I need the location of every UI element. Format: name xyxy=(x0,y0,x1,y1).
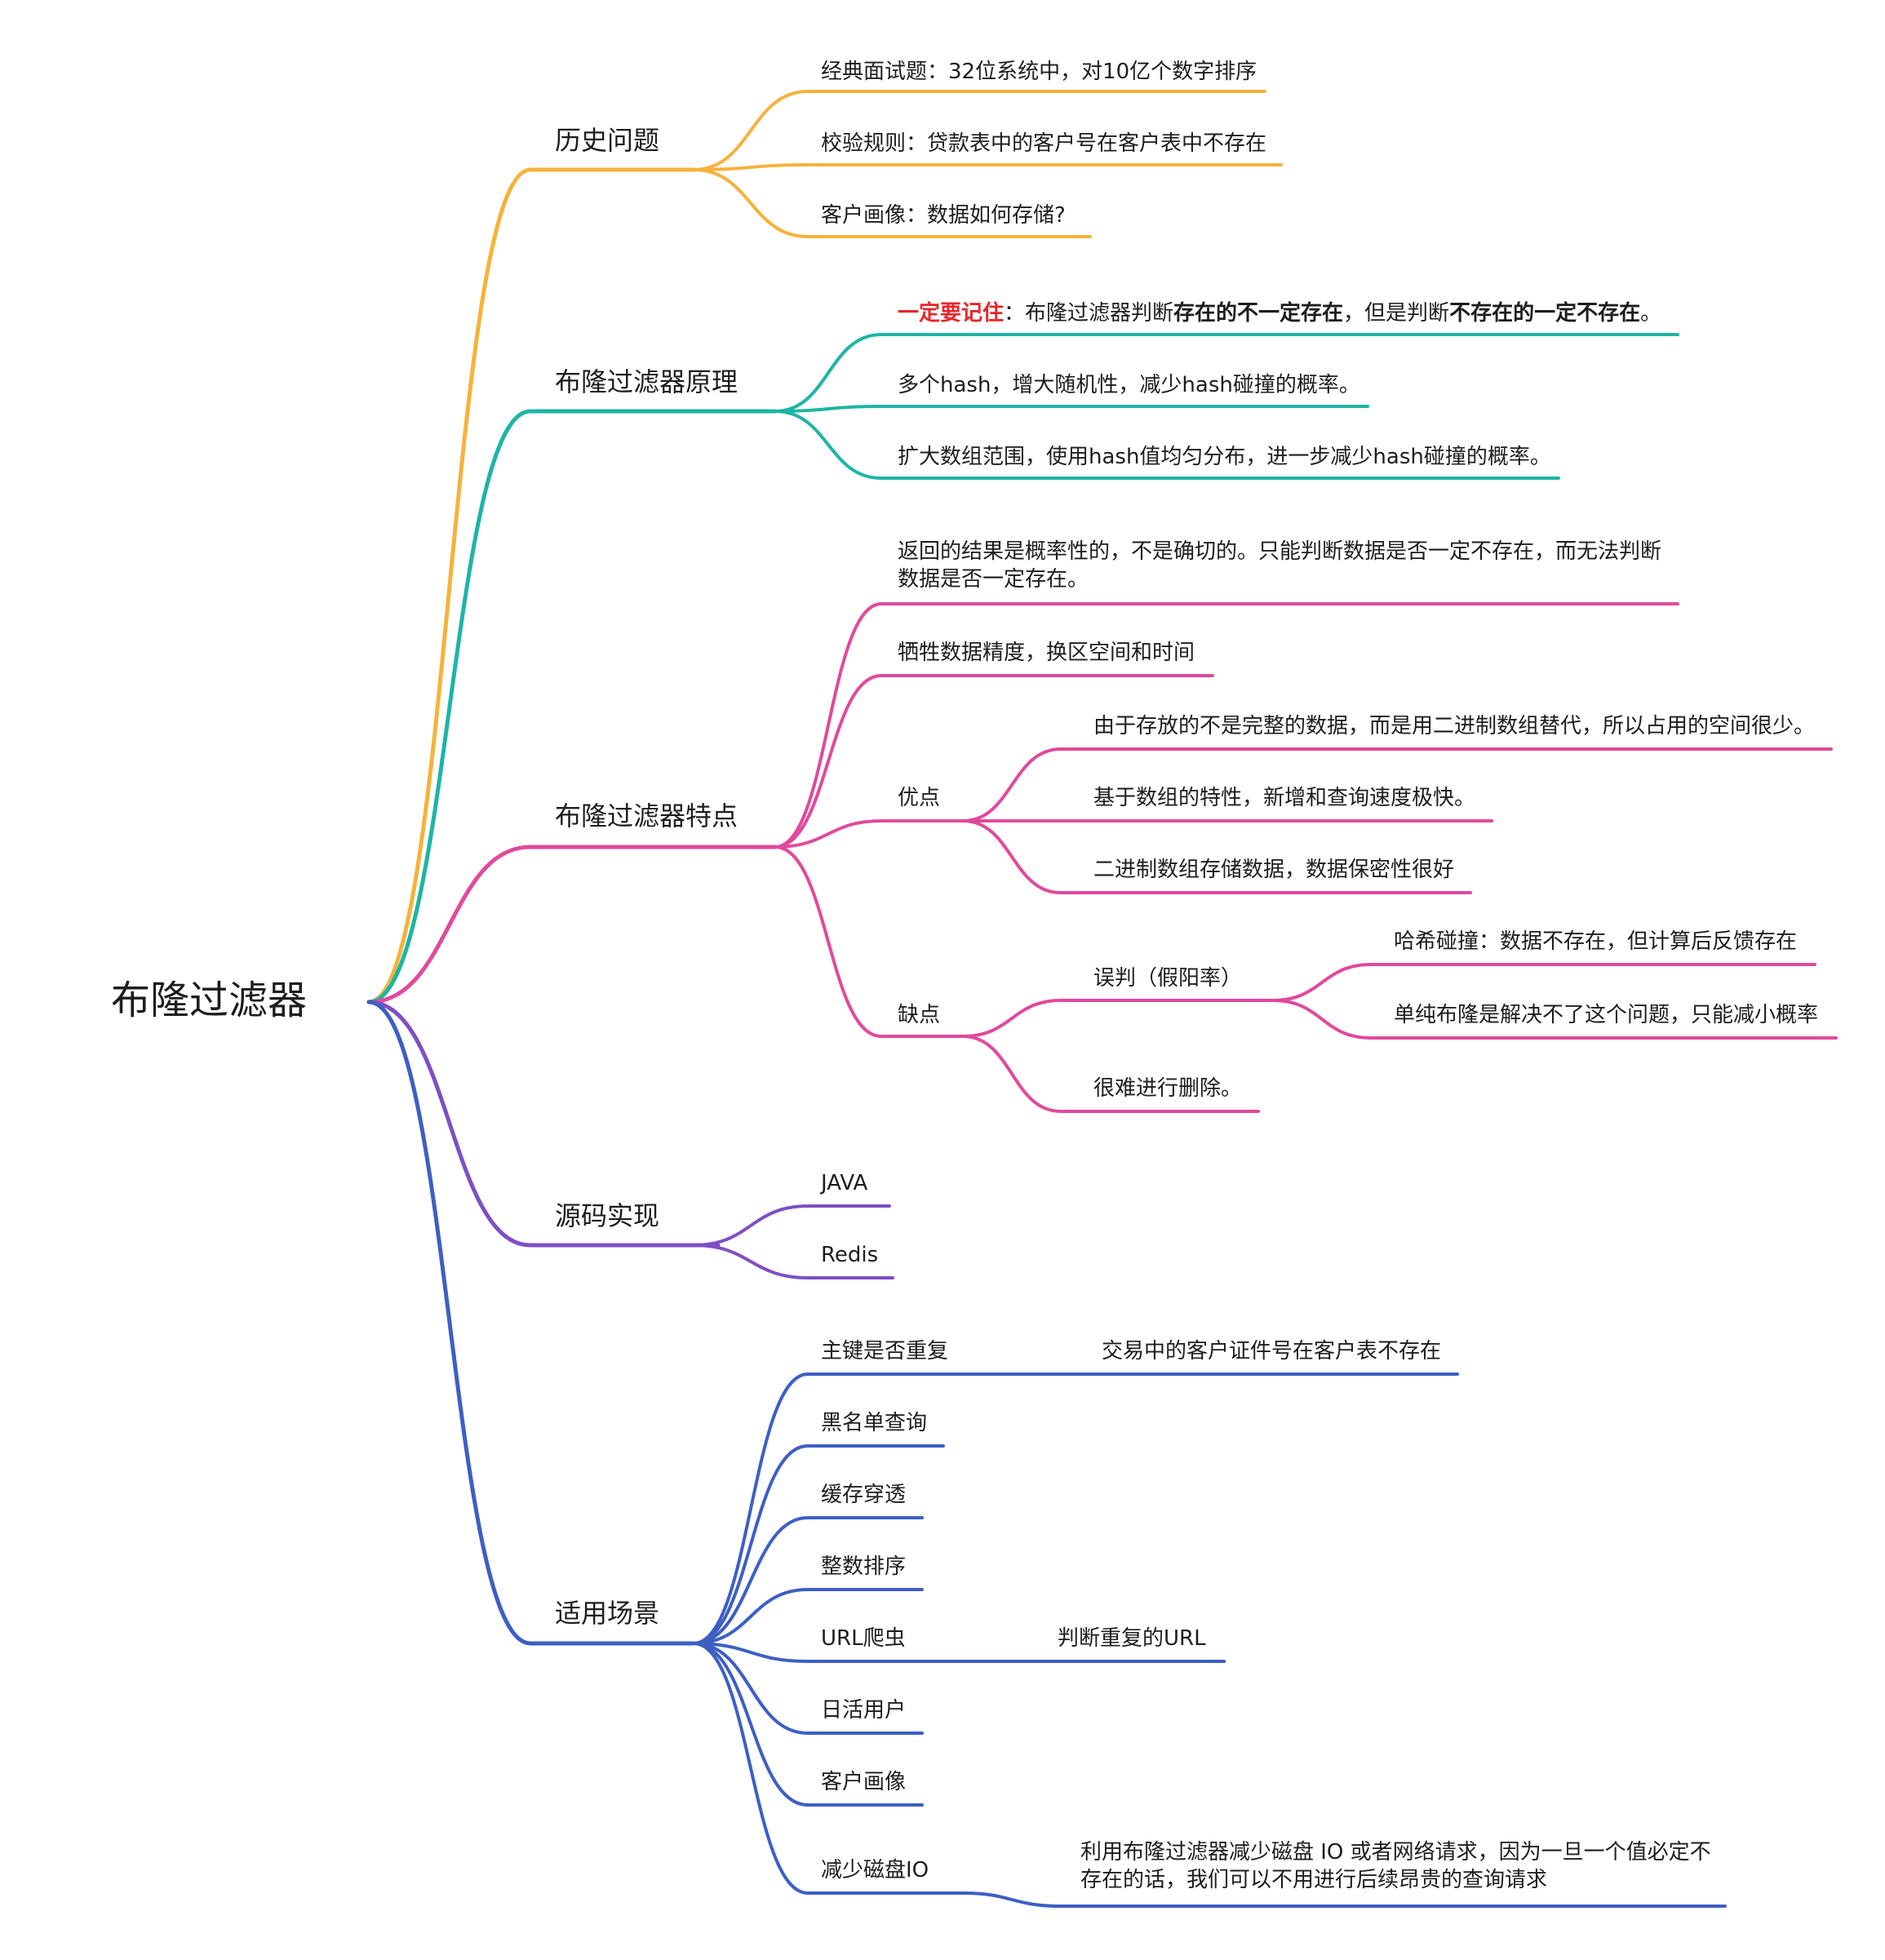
scenario-blacklist[interactable]: 黑名单查询 xyxy=(821,1411,928,1435)
scenario-integer-sort[interactable]: 整数排序 xyxy=(821,1554,907,1579)
emphasis-text: 一定要记住 xyxy=(898,301,1005,326)
principle-item-1-part1: ：布隆过滤器判断 xyxy=(1004,301,1174,326)
principle-item-1-bold1: 存在的不一定存在 xyxy=(1173,301,1344,326)
root-topic[interactable]: 布隆过滤器 xyxy=(111,978,308,1023)
cons-title[interactable]: 缺点 xyxy=(898,1003,941,1027)
principle-item-2[interactable]: 多个hash，增大随机性，减少hash碰撞的概率。 xyxy=(898,373,1360,397)
branch-scenarios-line xyxy=(366,1000,696,1646)
misjudge-item-1[interactable]: 哈希碰撞：数据不存在，但计算后反馈存在 xyxy=(1394,929,1798,954)
principle-line-2 xyxy=(774,405,1369,413)
branch-features-title[interactable]: 布隆过滤器特点 xyxy=(555,800,738,831)
features-item-1-line1: 返回的结果是概率性的，不是确切的。只能判断数据是否一定不存在，而无法判断 xyxy=(898,539,1662,564)
scenario-reduce-io[interactable]: 减少磁盘IO xyxy=(821,1858,929,1882)
branch-scenarios-title[interactable]: 适用场景 xyxy=(555,1598,660,1629)
history-item-3[interactable]: 客户画像：数据如何存储? xyxy=(821,203,1066,228)
cons-delete[interactable]: 很难进行删除。 xyxy=(1093,1076,1243,1101)
branch-history-title[interactable]: 历史问题 xyxy=(555,125,660,156)
principle-line-1 xyxy=(774,333,1679,413)
pros-line xyxy=(774,819,965,849)
branch-principle-line xyxy=(366,409,778,1004)
principle-item-1-bold2: 不存在的一定不存在 xyxy=(1449,301,1641,326)
scenario-reduce-io-note[interactable]: 利用布隆过滤器减少磁盘 IO 或者网络请求，因为一旦一个值必定不 存在的话，我们… xyxy=(1080,1839,1711,1895)
scenario-reduce-io-note-line2: 存在的话，我们可以不用进行后续昂贵的查询请求 xyxy=(1080,1867,1548,1892)
misjudge-item-line-1 xyxy=(1271,963,1816,1002)
scenario-line-7 xyxy=(692,1642,924,1807)
source-java-line xyxy=(692,1204,891,1247)
scenario-primary-key-note[interactable]: 交易中的客户证件号在客户表不存在 xyxy=(1102,1339,1442,1364)
misjudge-line xyxy=(961,999,1275,1038)
scenario-line-8 xyxy=(692,1642,965,1895)
features-item-1-line2: 数据是否一定存在。 xyxy=(898,566,1089,592)
misjudge-item-line-2 xyxy=(1271,999,1838,1040)
scenario-line-5 xyxy=(692,1642,1226,1663)
features-line-2 xyxy=(774,674,1214,849)
scenario-url-crawler-note[interactable]: 判断重复的URL xyxy=(1058,1626,1206,1651)
branch-source-title[interactable]: 源码实现 xyxy=(555,1200,660,1231)
scenario-line-6 xyxy=(692,1642,924,1735)
scenario-line-1 xyxy=(692,1372,965,1645)
scenario-customer-profile[interactable]: 客户画像 xyxy=(821,1770,907,1794)
scenario-primary-key[interactable]: 主键是否重复 xyxy=(821,1339,949,1364)
scenario-reduce-io-note-line xyxy=(961,1891,1727,1908)
principle-item-1[interactable]: 一定要记住：布隆过滤器判断存在的不一定存在，但是判断不存在的一定不存在。 xyxy=(898,300,1661,328)
principle-line-3 xyxy=(774,410,1560,480)
principle-item-1-part3: 。 xyxy=(1640,301,1662,326)
pros-item-3[interactable]: 二进制数组存储数据，数据保密性很好 xyxy=(1093,858,1455,882)
scenario-line-2 xyxy=(692,1444,945,1645)
history-item-2[interactable]: 校验规则：贷款表中的客户号在客户表中不存在 xyxy=(821,131,1267,156)
features-item-1[interactable]: 返回的结果是概率性的，不是确切的。只能判断数据是否一定不存在，而无法判断 数据是… xyxy=(898,539,1661,594)
branch-features-line xyxy=(366,845,778,1004)
source-redis-line xyxy=(692,1244,894,1279)
features-item-2[interactable]: 牺牲数据精度，换区空间和时间 xyxy=(898,641,1195,665)
pros-item-line-3 xyxy=(961,819,1472,894)
scenario-line-4 xyxy=(692,1588,924,1645)
scenario-daily-active[interactable]: 日活用户 xyxy=(821,1698,907,1723)
pros-item-line-1 xyxy=(961,747,1833,823)
history-line-2 xyxy=(692,163,1283,171)
source-redis[interactable]: Redis xyxy=(821,1243,879,1267)
features-line-1 xyxy=(774,602,1679,849)
principle-item-1-part2: ，但是判断 xyxy=(1343,301,1450,326)
branch-history-line xyxy=(366,167,696,1004)
scenario-reduce-io-note-line1: 利用布隆过滤器减少磁盘 IO 或者网络请求，因为一旦一个值必定不 xyxy=(1080,1840,1711,1865)
history-line-3 xyxy=(692,168,1092,238)
history-item-1[interactable]: 经典面试题：32位系统中，对10亿个数字排序 xyxy=(821,60,1257,84)
history-line-1 xyxy=(692,90,1266,171)
pros-item-1[interactable]: 由于存放的不是完整的数据，而是用二进制数组替代，所以占用的空间很少。 xyxy=(1093,714,1816,738)
branch-source-line xyxy=(366,1000,721,1248)
branch-principle-title[interactable]: 布隆过滤器原理 xyxy=(555,366,738,397)
pros-title[interactable]: 优点 xyxy=(898,786,941,810)
source-java[interactable]: JAVA xyxy=(821,1171,868,1195)
cons-line xyxy=(774,845,965,1038)
misjudge-title[interactable]: 误判（假阳率） xyxy=(1093,966,1243,991)
misjudge-item-2[interactable]: 单纯布隆是解决不了这个问题，只能减小概率 xyxy=(1394,1003,1819,1027)
scenario-cache-penetration[interactable]: 缓存穿透 xyxy=(821,1483,907,1507)
pros-item-2[interactable]: 基于数组的特性，新增和查询速度极快。 xyxy=(1093,786,1476,810)
scenario-url-crawler[interactable]: URL爬虫 xyxy=(821,1626,906,1651)
scenario-line-3 xyxy=(692,1516,924,1645)
principle-item-3[interactable]: 扩大数组范围，使用hash值均匀分布，进一步减少hash碰撞的概率。 xyxy=(898,445,1551,469)
delete-line xyxy=(961,1035,1260,1113)
